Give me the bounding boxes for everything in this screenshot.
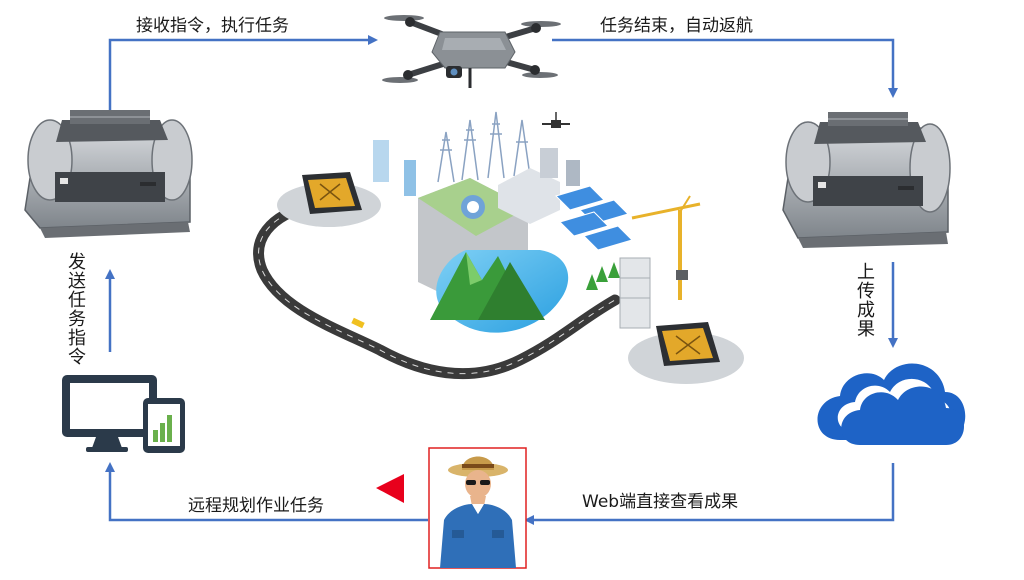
drone-icon (382, 15, 561, 88)
mini-dock-right (628, 322, 744, 384)
dock-station-icon-right (782, 112, 951, 248)
small-drone-icon (542, 112, 570, 128)
red-direction-marker (376, 474, 404, 503)
label-send-task: 发送任务指令 (65, 252, 86, 366)
label-receive-command: 接收指令，执行任务 (136, 16, 289, 36)
dock-station-icon-left (24, 110, 193, 238)
flow-arrows (105, 35, 898, 525)
computer-tablet-icon (62, 375, 185, 453)
arrow-cloud-to-person (524, 463, 895, 525)
label-auto-return: 任务结束，自动返航 (600, 16, 753, 36)
smart-city-illustration (253, 111, 744, 384)
label-upload-results: 上传成果 (854, 262, 875, 338)
person-icon (428, 447, 527, 569)
arrow-dock-to-drone (108, 35, 378, 110)
cloud-icon (817, 363, 966, 445)
label-web-view: Web端直接查看成果 (582, 492, 739, 512)
label-remote-planning: 远程规划作业任务 (188, 496, 324, 516)
arrow-person-to-computer (105, 462, 428, 522)
mini-dock-left (277, 172, 381, 227)
arrow-drone-to-dock (552, 38, 898, 98)
